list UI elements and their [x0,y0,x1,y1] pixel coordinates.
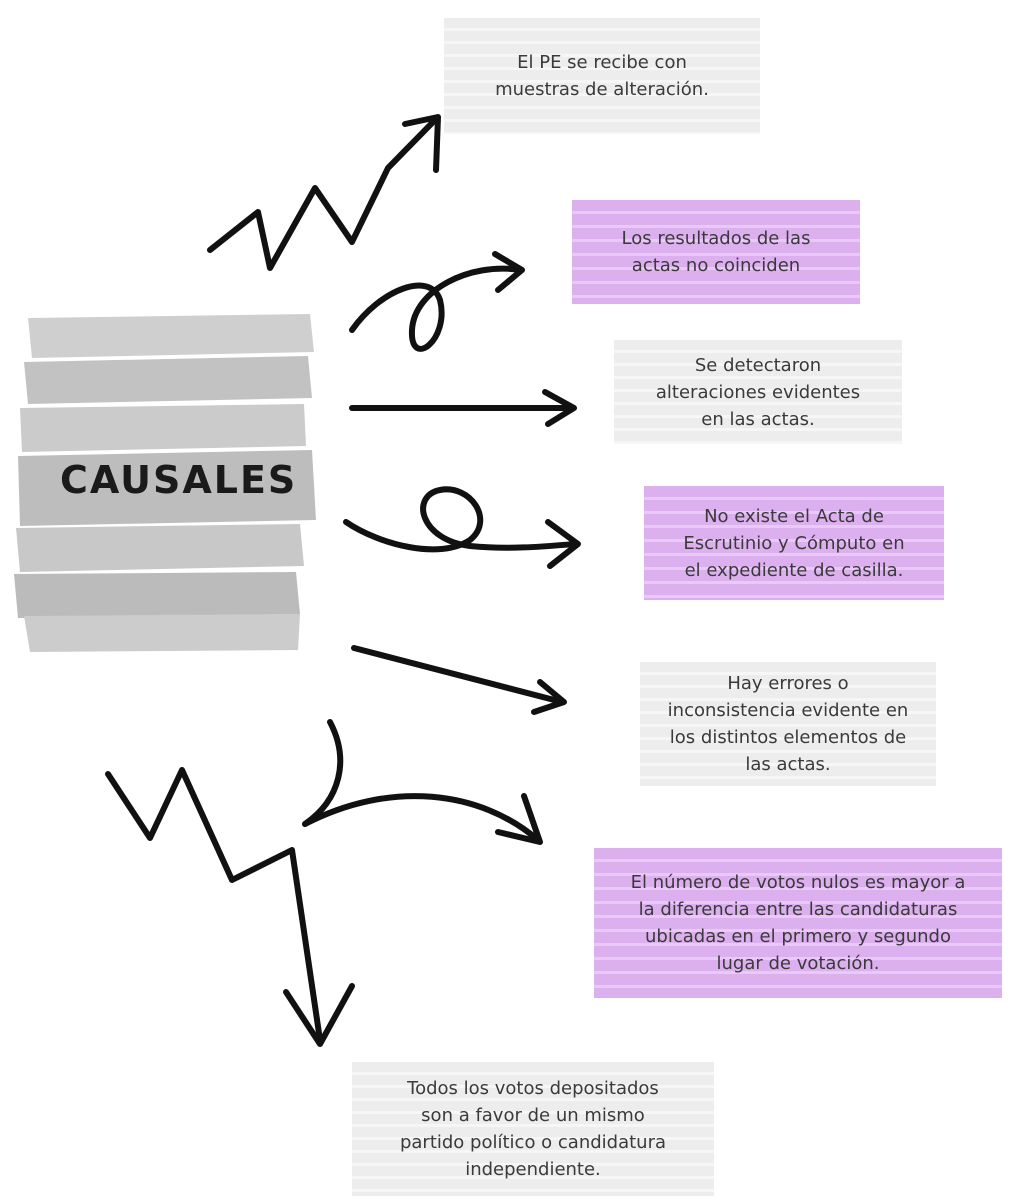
cause-7-line-4: independiente. [465,1159,601,1180]
scribble-band-2 [24,356,312,404]
cause-box-4: No existe el Acta de Escrutinio y Cómput… [644,486,944,600]
scribble-band-7 [24,614,300,652]
cause-4-line-2: Escrutinio y Cómputo en [683,532,905,554]
scribble-band-4 [18,450,316,526]
cause-6-line-4: lugar de votación. [716,953,880,974]
cause-5-line-1: Hay errores o [727,673,849,694]
arrows [105,114,581,1047]
scribble-band-5 [16,524,304,572]
cause-3-line-3: en las actas. [701,408,815,430]
cause-box-3-text: Se detectaron alteraciones evidentes en … [656,352,860,433]
cause-box-4-text: No existe el Acta de Escrutinio y Cómput… [683,503,904,584]
cause-box-1: El PE se recibe con muestras de alteraci… [444,18,760,134]
cause-box-3: Se detectaron alteraciones evidentes en … [614,340,902,444]
cause-box-7: Todos los votos depositados son a favor … [352,1062,714,1196]
cause-box-7-text: Todos los votos depositados son a favor … [400,1075,666,1183]
cause-box-1-text: El PE se recibe con muestras de alteraci… [495,49,709,103]
arrow-7-head [283,983,355,1047]
cause-box-2: Los resultados de las actas no coinciden [572,200,860,304]
cause-5-line-3: los distintos elementos de [669,727,907,748]
cause-4-line-1: No existe el Acta de [704,505,884,527]
cause-1-line-2: muestras de alteración. [495,79,709,100]
cause-box-5: Hay errores o inconsistencia evidente en… [640,662,936,786]
arrow-6-curve [302,793,541,843]
scribble-band-6 [14,572,300,618]
scribble-band-3 [20,404,306,452]
cause-box-5-text: Hay errores o inconsistencia evidente en… [668,670,909,778]
arrow-1-head [402,114,441,173]
cause-3-line-2: alteraciones evidentes [655,381,861,403]
cause-5-line-4: las actas. [745,754,831,775]
cause-box-6-text: El número de votos nulos es mayor a la d… [631,869,966,977]
arrow-5-head [531,679,567,715]
cause-box-2-text: Los resultados de las actas no coinciden [622,225,811,279]
arrow-4-head [545,519,581,569]
cause-3-line-1: Se detectaron [694,354,822,376]
arrow-4-loop [343,486,578,553]
cause-6-line-3: ubicadas en el primero y segundo [645,926,951,947]
cause-1-line-1: El PE se recibe con [517,52,687,73]
cause-7-line-3: partido político o candidatura [399,1132,667,1153]
arrow-5-diagonal [351,645,565,705]
arrow-2-head [492,251,525,293]
cause-box-6: El número de votos nulos es mayor a la d… [594,848,1002,998]
causales-title: CAUSALES [60,458,298,502]
arrow-2-loop [349,265,523,352]
scribble-band-1 [28,314,314,358]
cause-2-line-1: Los resultados de las [621,228,811,249]
arrow-6-head [495,793,543,845]
cause-7-line-2: son a favor de un mismo [421,1105,645,1126]
cause-2-line-2: actas no coinciden [631,255,801,276]
cause-4-line-3: el expediente de casilla. [684,559,904,581]
arrow-7-zigzag [105,767,323,1043]
arrow-3-head [542,389,577,427]
arrow-6-stem [302,719,344,827]
cause-6-line-1: El número de votos nulos es mayor a [630,872,966,893]
causales-scribble-block [14,314,316,652]
cause-6-line-2: la diferencia entre las candidaturas [638,899,958,920]
arrow-1-zigzag [207,117,438,271]
cause-5-line-2: inconsistencia evidente en [667,700,909,721]
cause-7-line-1: Todos los votos depositados [407,1078,659,1099]
